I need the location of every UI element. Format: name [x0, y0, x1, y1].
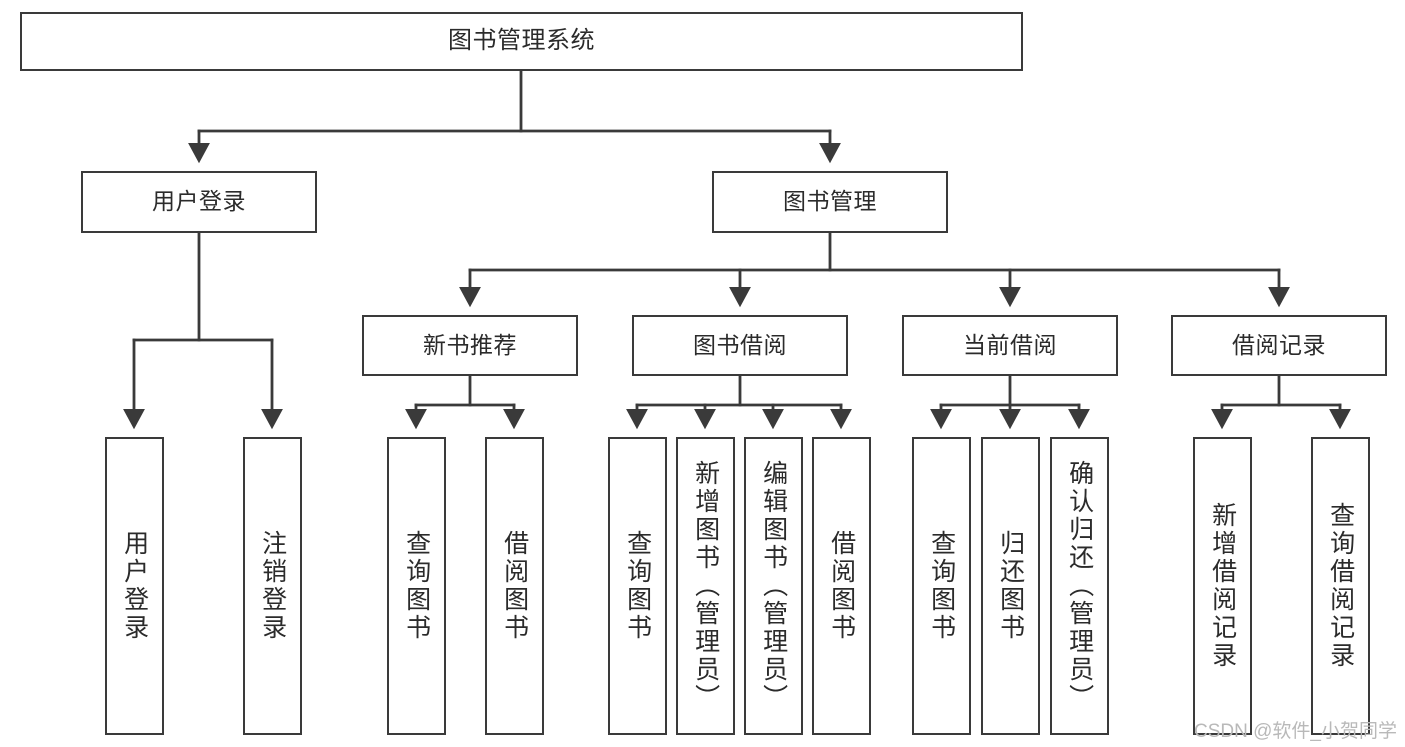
- node-label: 注销登录: [258, 530, 287, 642]
- node-leaf-borrow-book-2[interactable]: 借阅图书: [812, 437, 871, 735]
- node-leaf-edit-book[interactable]: 编辑图书（管理员）: [744, 437, 803, 735]
- node-leaf-add-borrow-record[interactable]: 新增借阅记录: [1193, 437, 1252, 735]
- node-new-book-recommend[interactable]: 新书推荐: [362, 315, 578, 376]
- watermark: CSDN @软件_小贺同学: [1194, 721, 1397, 742]
- node-leaf-user-login[interactable]: 用户登录: [105, 437, 164, 735]
- node-label: 借阅记录: [1232, 331, 1326, 358]
- node-leaf-query-book-2[interactable]: 查询图书: [608, 437, 667, 735]
- node-current-borrow[interactable]: 当前借阅: [902, 315, 1118, 376]
- node-book-management[interactable]: 图书管理: [712, 171, 948, 233]
- node-book-borrow[interactable]: 图书借阅: [632, 315, 848, 376]
- node-leaf-borrow-book-1[interactable]: 借阅图书: [485, 437, 544, 735]
- node-leaf-query-borrow-record[interactable]: 查询借阅记录: [1311, 437, 1370, 735]
- node-leaf-return-book[interactable]: 归还图书: [981, 437, 1040, 735]
- node-label: 查询图书: [927, 530, 956, 642]
- node-label: 查询借阅记录: [1326, 502, 1355, 670]
- node-label: 图书借阅: [693, 331, 787, 358]
- node-label: 当前借阅: [963, 331, 1057, 358]
- node-label: 查询图书: [402, 530, 431, 642]
- node-label: 用户登录: [120, 530, 149, 642]
- node-label: 借阅图书: [827, 530, 856, 642]
- node-user-login[interactable]: 用户登录: [81, 171, 317, 233]
- node-leaf-logout[interactable]: 注销登录: [243, 437, 302, 735]
- node-root-book-management-system[interactable]: 图书管理系统: [20, 12, 1023, 71]
- node-label: 图书管理系统: [448, 27, 595, 55]
- node-label: 归还图书: [996, 530, 1025, 642]
- node-leaf-confirm-return[interactable]: 确认归还（管理员）: [1050, 437, 1109, 735]
- node-label: 新增借阅记录: [1208, 502, 1237, 670]
- node-leaf-query-book-1[interactable]: 查询图书: [387, 437, 446, 735]
- node-label: 用户登录: [152, 188, 246, 215]
- node-label: 图书管理: [783, 188, 877, 215]
- node-label: 确认归还（管理员）: [1065, 460, 1094, 712]
- node-label: 新书推荐: [423, 331, 517, 358]
- node-label: 借阅图书: [500, 530, 529, 642]
- node-label: 查询图书: [623, 530, 652, 642]
- node-label: 编辑图书（管理员）: [759, 460, 788, 712]
- node-leaf-query-book-3[interactable]: 查询图书: [912, 437, 971, 735]
- node-label: 新增图书（管理员）: [691, 460, 720, 712]
- node-borrow-record[interactable]: 借阅记录: [1171, 315, 1387, 376]
- node-leaf-add-book[interactable]: 新增图书（管理员）: [676, 437, 735, 735]
